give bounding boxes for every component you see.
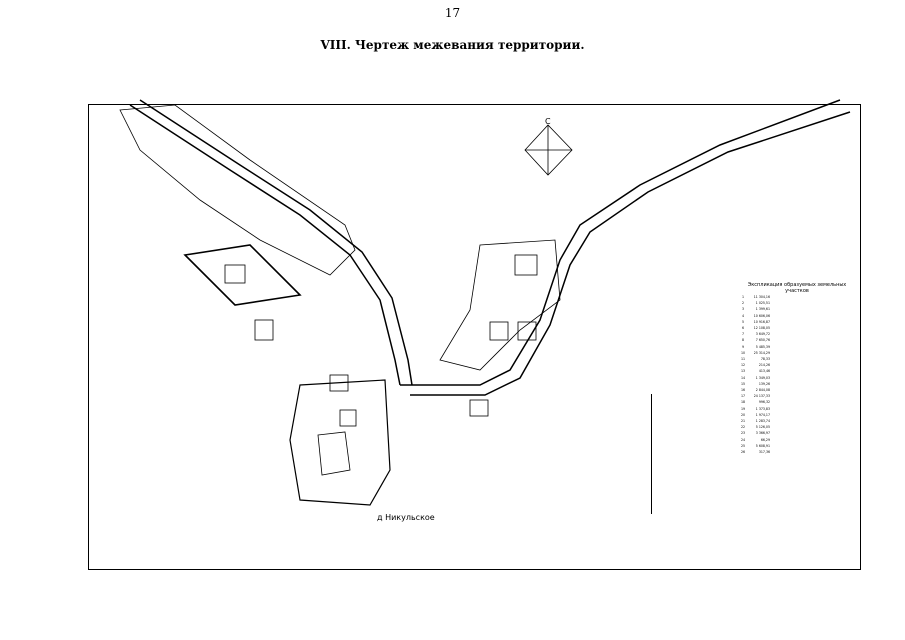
explication-row: 26 317,36: [736, 449, 858, 455]
parcel-number: 18: [740, 400, 746, 405]
parcel-area: 3 649,72: [755, 332, 770, 337]
parcel-number: 24: [740, 437, 746, 442]
parcel-area: 5 126,05: [755, 425, 770, 430]
parcel-area: 12 108,05: [753, 326, 770, 331]
parcel-number: 5: [741, 319, 745, 324]
explication-title: Экспликация образуемых земельных участко…: [747, 282, 847, 294]
explication-row: 6 12 108,05: [736, 325, 858, 331]
parcel-area: 24 137,33: [753, 394, 770, 399]
parcel-area: 1 025,51: [755, 301, 770, 306]
parcel-area: 5 485,39: [755, 344, 770, 349]
parcel-number: 7: [741, 332, 745, 337]
parcel-number: 6: [741, 326, 745, 331]
parcel-number: 21: [740, 419, 746, 424]
parcel-number: 9: [741, 344, 745, 349]
explication-row: 14 1 349,03: [736, 375, 858, 381]
parcel-area: 10 606,06: [753, 313, 770, 318]
explication-rows: 1 11 304,16 2 1 025,51 3 1 399,61 4 10 606,06 5 1…: [736, 294, 858, 455]
parcel-number: 20: [740, 412, 746, 417]
parcel-area: 7 650,76: [755, 338, 770, 343]
explication-row: 2 1 025,51: [736, 300, 858, 306]
parcel-area: 1 974,17: [755, 412, 770, 417]
parcel-area: 5 608,91: [755, 443, 770, 448]
explication-row: 12 214,26: [736, 362, 858, 368]
parcel-area: 996,32: [758, 400, 770, 405]
parcel-area: 1 349,03: [755, 375, 770, 380]
explication-row: 3 1 399,61: [736, 306, 858, 312]
explication-row: 22 5 126,05: [736, 424, 858, 430]
explication-row: 7 3 649,72: [736, 331, 858, 337]
parcel-area: 11 304,16: [753, 295, 770, 299]
explication-row: 11 78,33: [736, 356, 858, 362]
parcel-number: 1: [741, 295, 745, 299]
parcel-area: 1 373,83: [755, 406, 770, 411]
legend-block: [651, 394, 738, 514]
parcel-area: 1 399,61: [755, 307, 770, 312]
explication-row: 10 25 314,29: [736, 350, 858, 356]
parcel-area: 1 283,74: [755, 419, 770, 424]
parcel-number: 25: [740, 443, 746, 448]
parcel-number: 11: [740, 357, 746, 362]
village-label: д Никульское: [377, 513, 435, 522]
parcel-area: 317,36: [758, 450, 770, 455]
parcel-number: 13: [740, 369, 746, 374]
parcel-area: 66,29: [760, 437, 770, 442]
parcel-area: 214,26: [758, 363, 770, 368]
explication-row: 4 10 606,06: [736, 313, 858, 319]
parcel-number: 23: [740, 431, 746, 436]
explication-row: 15 139,26: [736, 381, 858, 387]
page-number: 17: [444, 6, 461, 20]
parcel-number: 2: [741, 301, 745, 306]
explication-row: 16 2 844,08: [736, 387, 858, 393]
explication-row: 19 1 373,83: [736, 406, 858, 412]
explication-row: 8 7 650,76: [736, 337, 858, 343]
drawing-sheet: [88, 104, 861, 570]
parcel-number: 14: [740, 375, 746, 380]
parcel-area: 3 366,97: [755, 431, 770, 436]
parcel-number: 26: [740, 450, 746, 455]
parcel-area: 2 844,08: [755, 388, 770, 393]
parcel-number: 22: [740, 425, 746, 430]
parcel-number: 17: [740, 394, 746, 399]
parcel-area: 78,33: [760, 357, 770, 362]
explication-row: 20 1 974,17: [736, 412, 858, 418]
explication-row: 5 10 916,87: [736, 319, 858, 325]
parcel-area: 10 916,87: [753, 319, 770, 324]
parcel-area: 413,46: [758, 369, 770, 374]
explication-row: 21 1 283,74: [736, 418, 858, 424]
explication-row: 24 66,29: [736, 437, 858, 443]
parcel-number: 16: [740, 388, 746, 393]
explication-row: 17 24 137,33: [736, 393, 858, 399]
parcel-number: 15: [740, 381, 746, 386]
explication-row: 18 996,32: [736, 399, 858, 405]
explication-row: 23 3 366,97: [736, 430, 858, 436]
explication-row: 13 413,46: [736, 368, 858, 374]
explication-row: 9 5 485,39: [736, 344, 858, 350]
parcel-number: 19: [740, 406, 746, 411]
parcel-number: 3: [741, 307, 745, 312]
parcel-number: 10: [740, 350, 746, 355]
parcel-number: 4: [741, 313, 745, 318]
parcel-area: 25 314,29: [753, 350, 770, 355]
explication-table: Экспликация образуемых земельных участко…: [736, 282, 858, 567]
north-label: С: [545, 117, 551, 126]
parcel-area: 139,26: [758, 381, 770, 386]
parcel-number: 12: [740, 363, 746, 368]
parcel-number: 8: [741, 338, 745, 343]
explication-row: 1 11 304,16: [736, 294, 858, 300]
section-heading: VIII. Чертеж межевания территории.: [320, 38, 585, 52]
explication-row: 25 5 608,91: [736, 443, 858, 449]
